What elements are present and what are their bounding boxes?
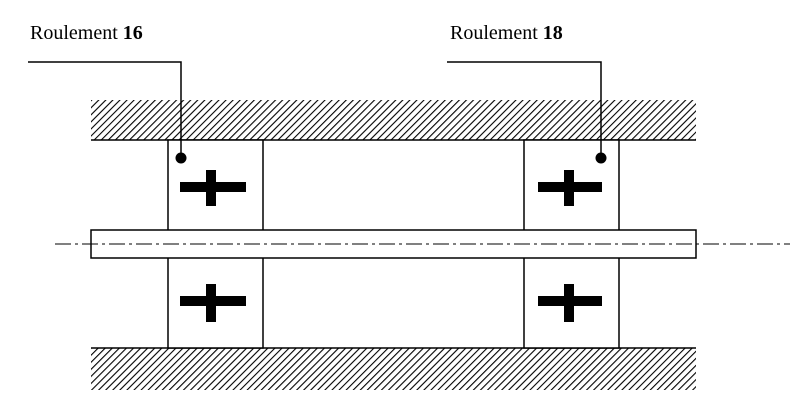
- label-roulement-16: Roulement 16: [30, 22, 143, 44]
- plus-icon: [180, 170, 246, 206]
- leader-18: [447, 61, 607, 164]
- label-roulement-18: Roulement 18: [450, 22, 563, 44]
- plus-icon: [538, 170, 602, 206]
- leader-16: [28, 61, 187, 164]
- plus-icon: [180, 284, 246, 322]
- housing-bottom: [91, 347, 696, 390]
- plus-icon: [538, 284, 602, 322]
